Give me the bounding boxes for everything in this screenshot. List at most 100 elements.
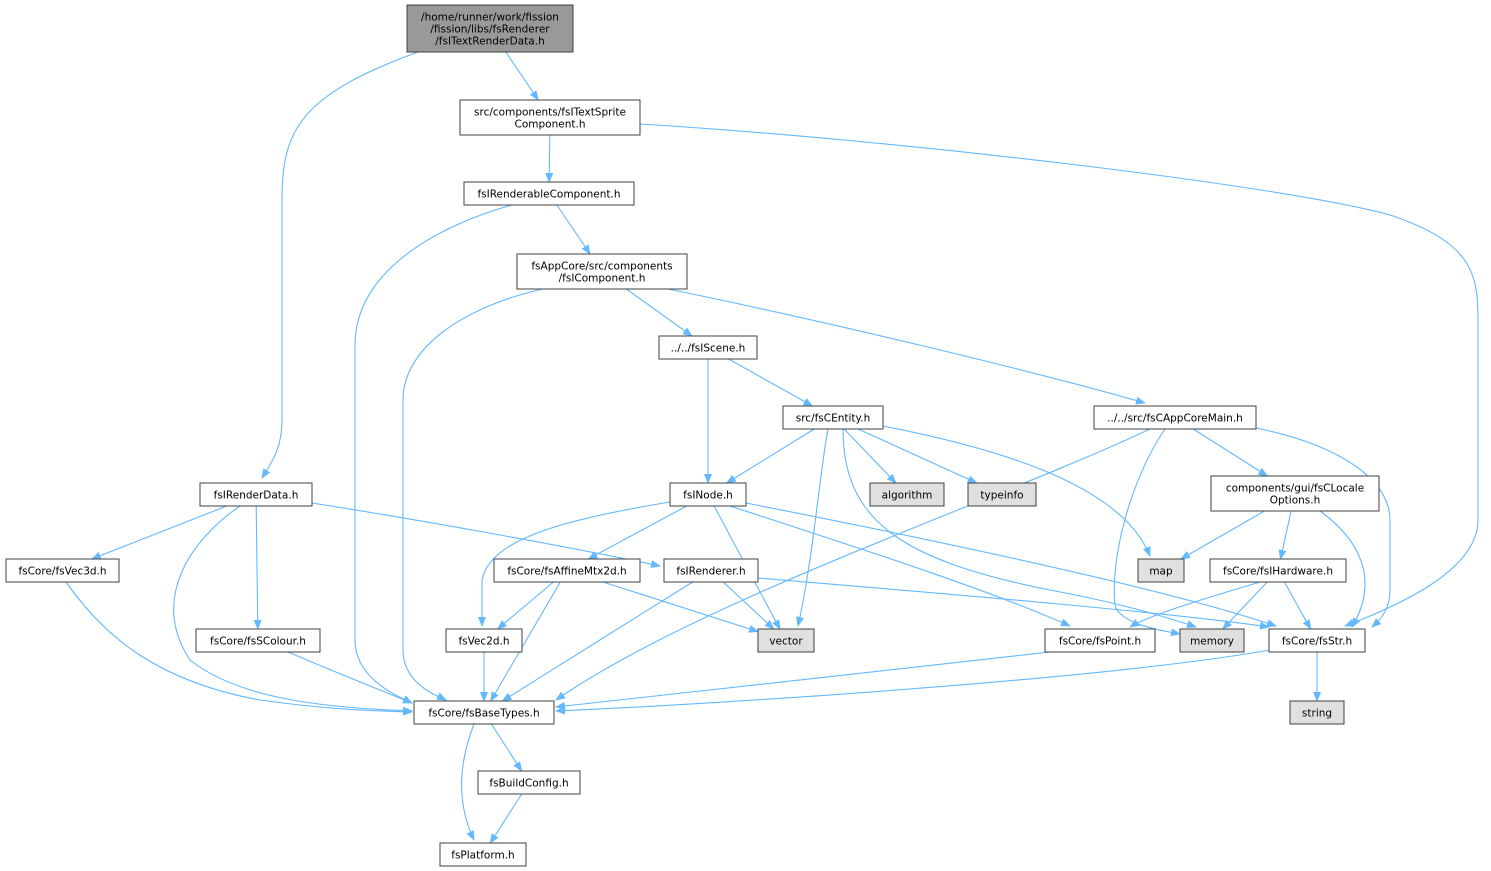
node-box-vec3d[interactable] [5,558,120,583]
edge-appcoremain-to-localeopts [1192,428,1269,477]
edge-centity-to-map [882,425,1151,557]
edge-inode-to-affine [587,505,687,560]
node-label-renderable-line-0: fsIRenderableComponent.h [477,189,620,201]
node-vec2d[interactable]: fsVec2d.h [445,628,523,653]
node-iscene[interactable]: ../../fsIScene.h [658,335,758,360]
edge-localeopts-to-ihardware [1278,510,1292,560]
node-box-centity[interactable] [782,405,884,430]
edge-affine-to-vector [602,581,759,633]
edge-affine-to-vec2d [496,581,554,630]
node-buildconfig[interactable]: fsBuildConfig.h [477,770,581,795]
edge-inode-to-vec2d [478,501,671,627]
node-box-vec2d[interactable] [445,628,523,653]
edge-str-to-basetypes [555,649,1271,715]
node-str[interactable]: fsCore/fsStr.h [1268,628,1366,653]
edge-textsprite-to-renderable [545,134,554,183]
node-scolour[interactable]: fsCore/fsSColour.h [195,628,321,653]
edge-irenderer-to-str [757,577,1270,630]
node-label-memory-line-0: memory [1190,636,1234,648]
node-box-algorithm [869,482,945,507]
node-ihardware[interactable]: fsCore/fsIHardware.h [1209,558,1347,583]
node-box-string [1289,700,1345,725]
node-vector: vector [757,628,815,653]
edge-textsprite-to-str [639,123,1479,627]
node-box-icomponent[interactable] [516,253,688,290]
node-label-icomponent-line-1: /fsIComponent.h [559,273,646,285]
edge-vec3d-to-basetypes [65,581,413,716]
node-label-iscene-line-0: ../../fsIScene.h [671,343,746,355]
node-platform[interactable]: fsPlatform.h [439,842,527,867]
node-typeinfo: typeinfo [967,482,1037,507]
node-point[interactable]: fsCore/fsPoint.h [1044,628,1156,653]
edge-renderdata-to-vec3d [90,505,227,560]
node-box-affine[interactable] [493,558,641,583]
node-memory: memory [1179,628,1245,653]
edge-basetypes-to-platform [461,723,475,841]
edge-scolour-to-basetypes [287,651,413,704]
node-box-scolour[interactable] [195,628,321,653]
edge-root-to-renderdata [261,51,419,479]
node-box-iscene[interactable] [658,335,758,360]
node-box-renderable[interactable] [463,181,635,206]
node-renderable[interactable]: fsIRenderableComponent.h [463,181,635,206]
node-box-buildconfig[interactable] [477,770,581,795]
edge-point-to-basetypes [555,651,1051,710]
node-icomponent[interactable]: fsAppCore/src/components/fsIComponent.h [516,253,688,290]
edge-irenderer-to-basetypes [501,581,693,702]
node-appcoremain[interactable]: ../../src/fsCAppCoreMain.h [1093,405,1257,430]
edge-centity-to-memory [842,428,1197,628]
node-label-string-line-0: string [1302,708,1332,720]
node-inode[interactable]: fsINode.h [669,482,747,507]
node-label-ihardware-line-0: fsCore/fsIHardware.h [1223,566,1333,578]
node-irenderer[interactable]: fsIRenderer.h [663,558,759,583]
edge-localeopts-to-str [1319,510,1366,628]
node-renderdata[interactable]: fsIRenderData.h [199,482,313,507]
node-box-platform[interactable] [439,842,527,867]
edge-renderable-to-icomponent [556,204,591,255]
node-centity[interactable]: src/fsCEntity.h [782,405,884,430]
node-box-basetypes[interactable] [413,700,555,725]
node-box-renderdata[interactable] [199,482,313,507]
node-box-point[interactable] [1044,628,1156,653]
edge-localeopts-to-map [1180,510,1265,560]
node-label-root-line-0: /home/runner/work/fission [421,12,559,24]
node-label-basetypes-line-0: fsCore/fsBaseTypes.h [428,708,539,720]
node-label-typeinfo-line-0: typeinfo [980,490,1023,502]
node-box-textsprite[interactable] [459,99,641,136]
node-vec3d[interactable]: fsCore/fsVec3d.h [5,558,120,583]
node-root[interactable]: /home/runner/work/fission/fission/libs/f… [406,4,574,53]
node-label-irenderer-line-0: fsIRenderer.h [676,566,745,578]
node-label-textsprite-line-1: Component.h [515,119,586,131]
node-box-appcoremain[interactable] [1093,405,1257,430]
node-string: string [1289,700,1345,725]
edge-icomponent-to-basetypes [402,288,544,701]
node-box-inode[interactable] [669,482,747,507]
node-label-renderdata-line-0: fsIRenderData.h [214,490,299,502]
node-box-str[interactable] [1268,628,1366,653]
edge-renderable-to-basetypes [354,204,513,704]
node-label-point-line-0: fsCore/fsPoint.h [1059,636,1141,648]
node-label-affine-line-0: fsCore/fsAffineMtx2d.h [507,566,626,578]
edge-appcoremain-to-memory [1113,428,1181,637]
edge-centity-to-algorithm [843,428,897,484]
node-box-root[interactable] [406,4,574,53]
node-affine[interactable]: fsCore/fsAffineMtx2d.h [493,558,641,583]
node-label-buildconfig-line-0: fsBuildConfig.h [489,778,568,790]
node-label-appcoremain-line-0: ../../src/fsCAppCoreMain.h [1107,413,1243,425]
node-basetypes[interactable]: fsCore/fsBaseTypes.h [413,700,555,725]
node-box-irenderer[interactable] [663,558,759,583]
edge-renderdata-to-basetypes [173,505,413,715]
node-label-root-line-2: /fsITextRenderData.h [435,36,544,48]
edge-ihardware-to-str [1283,581,1312,630]
edge-iscene-to-centity [728,358,814,407]
edge-irenderer-to-vector [722,581,775,630]
nodes-layer: /home/runner/work/fission/fission/libs/f… [5,4,1380,867]
edge-root-to-textsprite [505,51,539,101]
node-box-localeopts[interactable] [1210,475,1380,512]
node-box-ihardware[interactable] [1209,558,1347,583]
node-label-vec3d-line-0: fsCore/fsVec3d.h [18,566,106,578]
node-label-vector-line-0: vector [769,636,803,648]
